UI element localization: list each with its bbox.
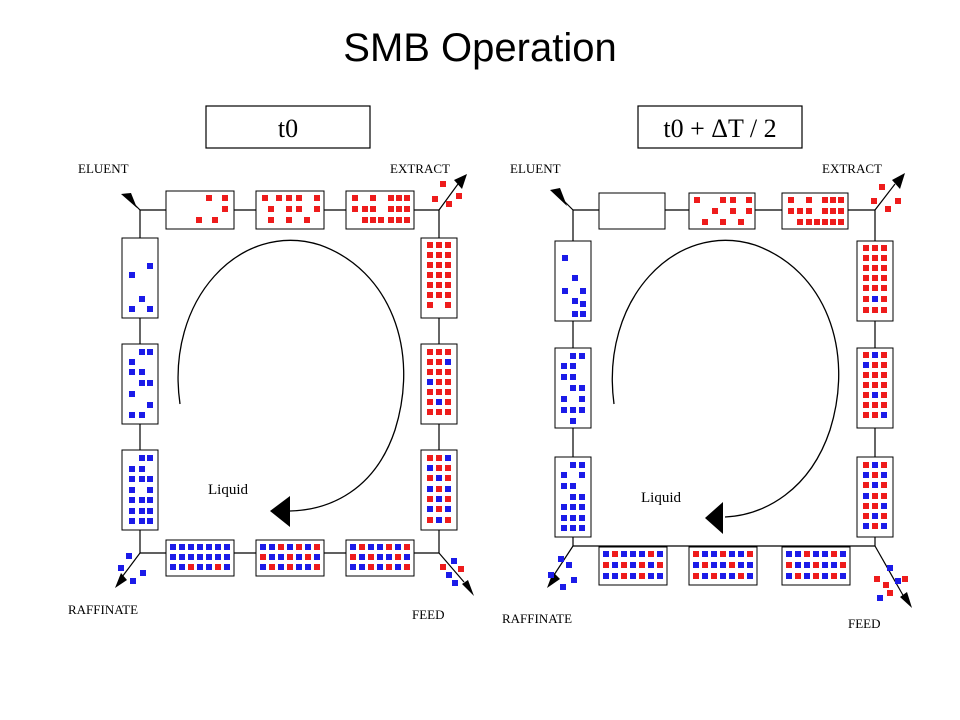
liquid-arrowhead-icon	[705, 502, 723, 534]
port-arrows	[547, 173, 912, 608]
flow-arrow	[611, 239, 840, 534]
extract-arrow-icon	[892, 173, 905, 189]
panel-t0: t0 ELUENT EXTRACT RAFFINATE FEED Liquid	[68, 105, 474, 622]
particles	[118, 181, 464, 586]
raffinate-arrow-icon	[115, 573, 127, 588]
page-title: SMB Operation	[343, 26, 617, 70]
time-label: t0	[278, 114, 298, 143]
column-top-1	[598, 192, 666, 230]
liquid-arrowhead-icon	[270, 496, 290, 527]
extract-label: EXTRACT	[390, 161, 450, 176]
feed-arrow-icon	[900, 592, 912, 608]
time-box	[637, 105, 803, 149]
feed-label: FEED	[412, 607, 445, 622]
raffinate-label: RAFFINATE	[502, 611, 572, 626]
column-left-1	[121, 237, 159, 319]
time-label: t0 + ΔT / 2	[663, 114, 776, 143]
eluent-arrow-icon	[550, 188, 567, 206]
particles	[548, 184, 908, 601]
panel-t0-plus-half: t0 + ΔT / 2 ELUENT EXTRACT RAFFINATE FEE…	[502, 105, 912, 631]
time-box	[205, 105, 371, 149]
loop-lines	[121, 183, 465, 583]
columns	[554, 192, 894, 586]
feed-arrow-icon	[462, 580, 474, 596]
feed-label: FEED	[848, 616, 881, 631]
raffinate-arrow-icon	[547, 572, 560, 588]
raffinate-label: RAFFINATE	[68, 602, 138, 617]
port-arrows	[115, 174, 474, 596]
extract-arrow-icon	[454, 174, 467, 189]
liquid-label: Liquid	[208, 482, 248, 498]
flow-arrow	[177, 239, 405, 527]
extract-label: EXTRACT	[822, 161, 882, 176]
liquid-label: Liquid	[641, 490, 681, 506]
eluent-label: ELUENT	[78, 161, 129, 176]
eluent-arrow-icon	[121, 193, 137, 208]
loop-lines	[553, 183, 905, 598]
eluent-label: ELUENT	[510, 161, 561, 176]
